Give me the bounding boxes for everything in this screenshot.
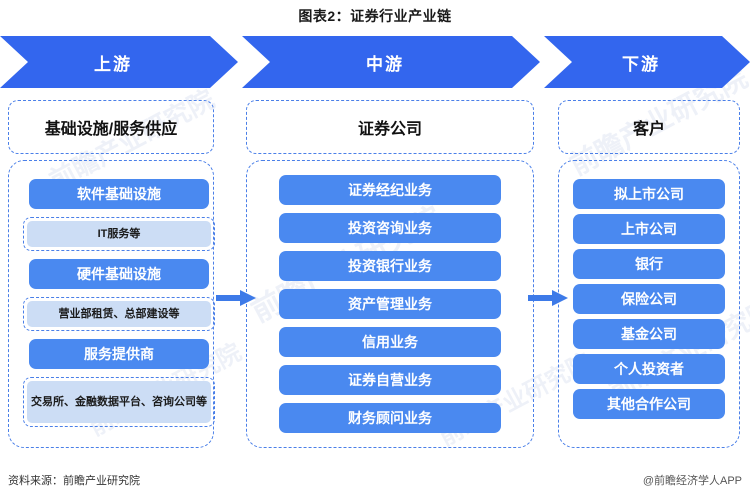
node-branch-leasing: 营业部租赁、总部建设等 xyxy=(27,301,211,327)
panel-midstream: 证券经纪业务 投资咨询业务 投资银行业务 资产管理业务 信用业务 证券自营业务 … xyxy=(246,160,534,448)
node-label: 投资银行业务 xyxy=(348,258,432,274)
stage-downstream-label: 下游 xyxy=(622,54,660,74)
node-label: 保险公司 xyxy=(621,291,677,307)
node-hardware-infrastructure: 硬件基础设施 xyxy=(29,259,209,289)
node-label: IT服务等 xyxy=(97,227,141,240)
node-investment-advisory-business: 投资咨询业务 xyxy=(279,213,501,243)
subframe-branch-leasing: 营业部租赁、总部建设等 xyxy=(23,297,215,331)
column-header-midstream-label: 证券公司 xyxy=(357,121,422,138)
node-label: 交易所、金融数据平台、咨询公司等 xyxy=(31,395,207,408)
node-pre-ipo-company: 拟上市公司 xyxy=(573,179,725,209)
node-label: 营业部租赁、总部建设等 xyxy=(58,307,180,320)
stage-midstream-label: 中游 xyxy=(366,54,404,74)
node-asset-management-business: 资产管理业务 xyxy=(279,289,501,319)
node-label: 硬件基础设施 xyxy=(77,266,161,282)
connector-arrow-upstream-to-midstream xyxy=(216,290,256,306)
stage-banner: 上游 中游 下游 xyxy=(0,36,750,88)
panel-upstream: 软件基础设施 IT服务等 硬件基础设施 营业部租赁、总部建设等 服务提供商 交易… xyxy=(8,160,215,448)
node-exchange-data-platform: 交易所、金融数据平台、咨询公司等 xyxy=(27,381,211,423)
stage-midstream: 中游 xyxy=(242,36,540,88)
subframe-it-services: IT服务等 xyxy=(23,217,215,251)
node-label: 银行 xyxy=(635,256,663,272)
subframe-exchange-data-platform: 交易所、金融数据平台、咨询公司等 xyxy=(23,377,215,427)
source-note: 资料来源：前瞻产业研究院 xyxy=(8,475,140,487)
node-individual-investor: 个人投资者 xyxy=(573,354,725,384)
node-investment-banking-business: 投资银行业务 xyxy=(279,251,501,281)
node-credit-business: 信用业务 xyxy=(279,327,501,357)
node-label: 上市公司 xyxy=(621,221,677,237)
node-label: 服务提供商 xyxy=(84,346,154,362)
node-label: 个人投资者 xyxy=(614,361,684,377)
node-fund-company: 基金公司 xyxy=(573,319,725,349)
node-label: 其他合作公司 xyxy=(607,396,691,412)
node-bank: 银行 xyxy=(573,249,725,279)
column-header-downstream: 客户 xyxy=(558,100,740,154)
node-label: 证券自营业务 xyxy=(348,372,432,388)
column-header-upstream: 基础设施/服务供应 xyxy=(8,100,214,154)
node-insurance-company: 保险公司 xyxy=(573,284,725,314)
stage-upstream-label: 上游 xyxy=(94,54,132,74)
node-label: 信用业务 xyxy=(362,334,418,350)
node-software-infrastructure: 软件基础设施 xyxy=(29,179,209,209)
stage-upstream: 上游 xyxy=(0,36,238,88)
node-it-services: IT服务等 xyxy=(27,221,211,247)
node-label: 基金公司 xyxy=(621,326,677,342)
app-attribution: @前瞻经济学人APP xyxy=(642,475,742,487)
column-header-upstream-label: 基础设施/服务供应 xyxy=(44,121,178,138)
node-label: 证券经纪业务 xyxy=(348,182,432,198)
node-service-provider: 服务提供商 xyxy=(29,339,209,369)
node-financial-advisory-business: 财务顾问业务 xyxy=(279,403,501,433)
stage-downstream: 下游 xyxy=(544,36,750,88)
node-label: 资产管理业务 xyxy=(348,296,432,312)
node-label: 投资咨询业务 xyxy=(348,220,432,236)
panel-downstream: 拟上市公司 上市公司 银行 保险公司 基金公司 个人投资者 其他合作公司 xyxy=(558,160,740,448)
node-label: 财务顾问业务 xyxy=(348,410,432,426)
node-label: 软件基础设施 xyxy=(77,186,161,202)
column-header-midstream: 证券公司 xyxy=(246,100,534,154)
node-brokerage-business: 证券经纪业务 xyxy=(279,175,501,205)
page-title: 图表2：证券行业产业链 xyxy=(298,8,452,24)
node-proprietary-trading-business: 证券自营业务 xyxy=(279,365,501,395)
column-header-downstream-label: 客户 xyxy=(632,121,665,138)
node-other-partner-company: 其他合作公司 xyxy=(573,389,725,419)
node-listed-company: 上市公司 xyxy=(573,214,725,244)
connector-arrow-midstream-to-downstream xyxy=(528,290,568,306)
node-label: 拟上市公司 xyxy=(614,186,684,202)
